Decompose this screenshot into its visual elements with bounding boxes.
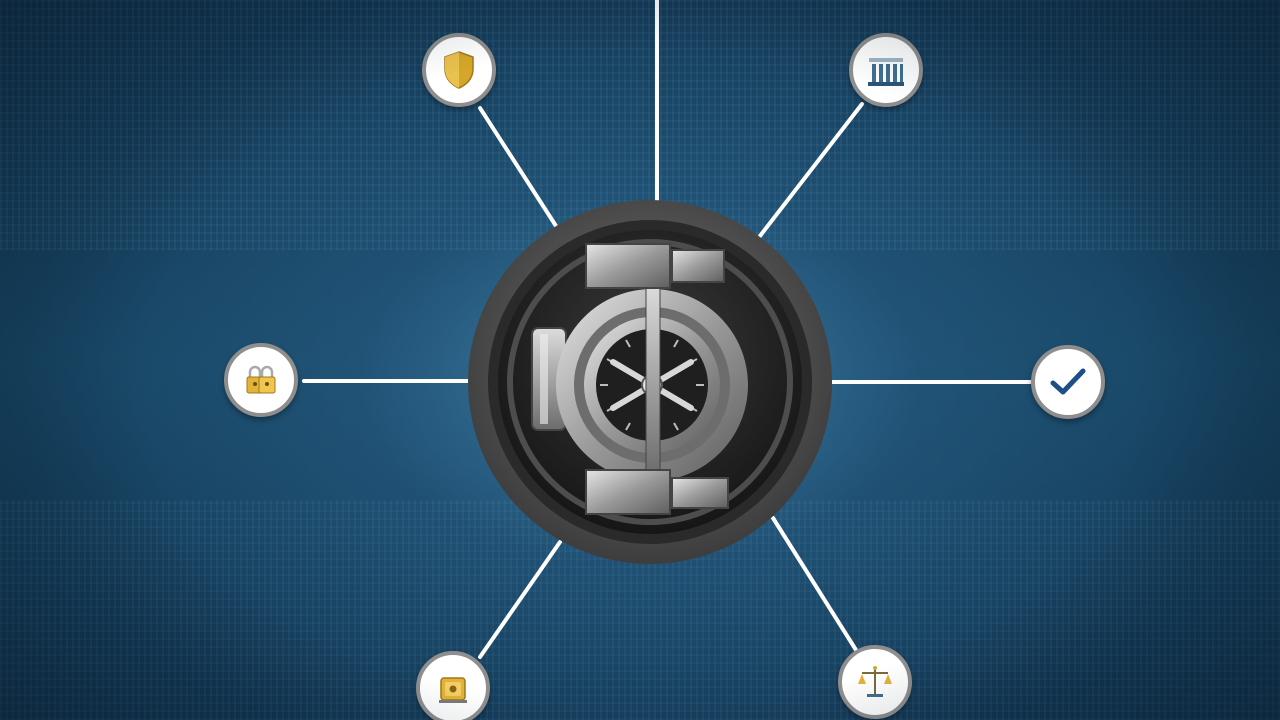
node-middle-left — [224, 343, 298, 417]
checkmark-icon — [1050, 368, 1086, 395]
node-bottom-left — [416, 651, 490, 720]
bank-columns-icon — [868, 58, 904, 86]
safe-box-icon — [439, 677, 467, 703]
node-top-right — [849, 33, 923, 107]
connector-top-left — [478, 106, 558, 228]
balance-scale-icon — [858, 666, 892, 697]
padlocks-icon — [246, 365, 276, 394]
node-middle-right — [1031, 345, 1105, 419]
connector-bottom-right — [771, 516, 858, 652]
node-top-left — [422, 33, 496, 107]
gold-shield-icon — [444, 51, 474, 89]
connector-top-right — [758, 102, 864, 238]
node-bottom-right — [838, 645, 912, 719]
connector-bottom-left — [478, 540, 562, 659]
